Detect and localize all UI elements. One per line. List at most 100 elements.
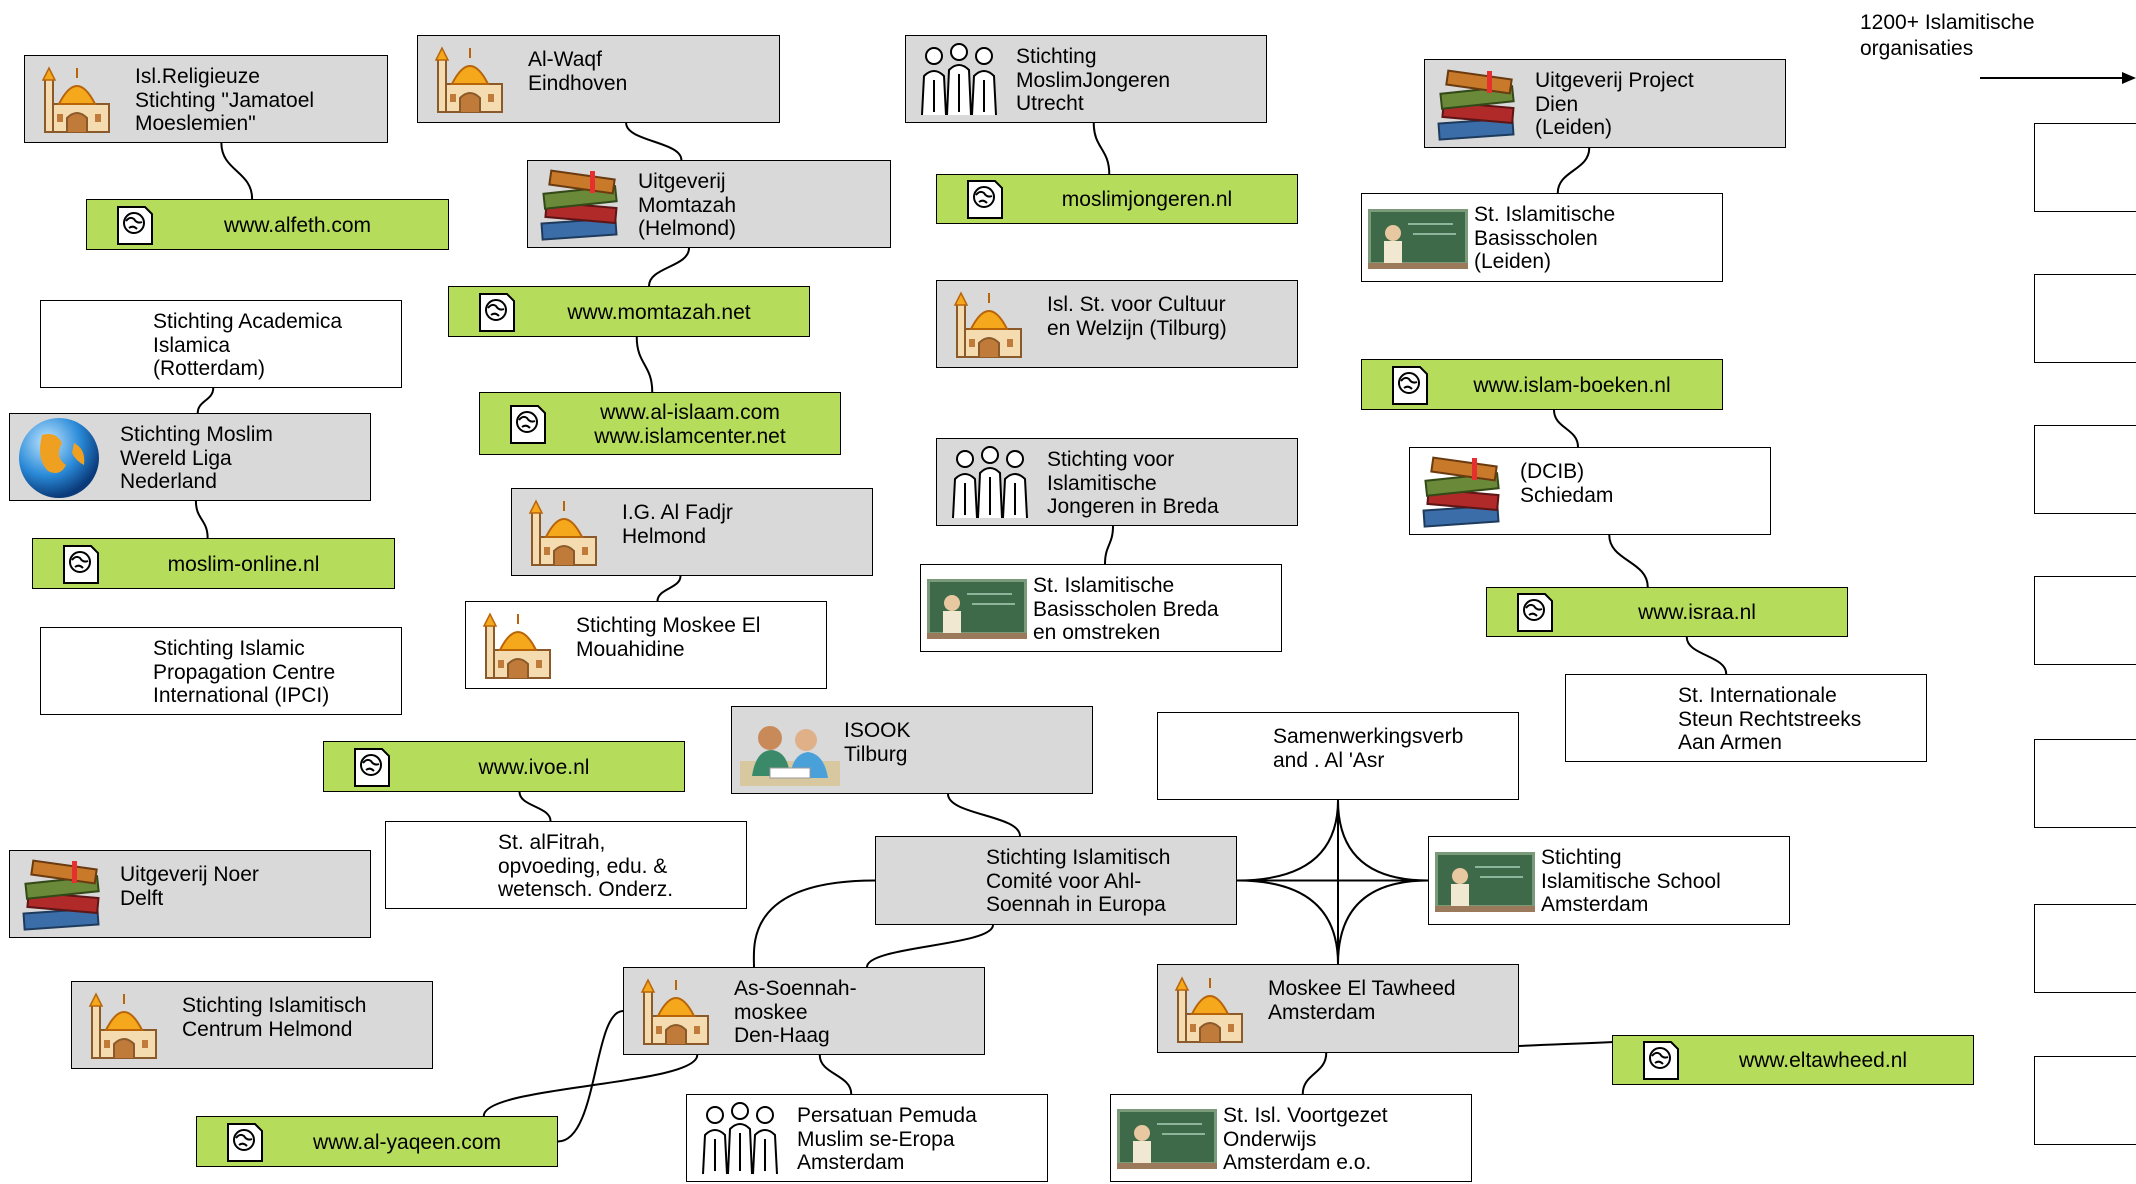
node-n30: As-Soennah- moskee Den-Haag [623,967,985,1055]
node-label: moslim-online.nl [167,553,320,576]
node-n4: Uitgeverij Momtazah (Helmond) [527,160,891,248]
mosque-icon [636,972,716,1052]
mosque-icon [37,60,117,140]
web-icon [225,1121,265,1165]
connector-line [1553,409,1579,448]
connector-line [818,1054,853,1095]
books-icon [536,165,626,245]
node-label: St. Islamitische Basisscholen Breda en o… [1033,574,1219,644]
node-label: Uitgeverij Project Dien (Leiden) [1535,69,1694,139]
connector-line [947,793,1021,837]
node-n26: Uitgeverij Noer Delft [9,850,371,938]
web-icon [61,543,101,587]
node-n8: Stichting Moslim Wereld Liga Nederland [9,413,371,501]
node-n22: www.israa.nl [1486,587,1848,637]
node-n35: Moskee El Tawheed Amsterdam [1157,964,1519,1053]
star-curve [1236,799,1339,882]
web-icon [352,746,392,790]
node-label: www.eltawheed.nl [1738,1049,1908,1072]
node-label: Stichting Islamic Propagation Centre Int… [153,637,336,707]
node-label: Stichting voor Islamitische Jongeren in … [1047,448,1219,518]
node-label: St. Isl. Voortgezet Onderwijs Amsterdam … [1223,1104,1388,1174]
mosque-icon [430,40,510,120]
node-n37: St. Isl. Voortgezet Onderwijs Amsterdam … [1110,1094,1472,1182]
connector-line [752,879,876,968]
study-icon [740,716,840,786]
node-n5: www.momtazah.net [448,286,810,337]
node-n34: Stichting Islamitische School Amsterdam [1428,836,1790,925]
web-icon [965,178,1005,222]
connector-line [518,791,552,822]
node-label: Stichting Islamitisch Centrum Helmond [182,994,367,1041]
node-label: www.israa.nl [1638,601,1756,624]
node-n24: www.ivoe.nl [323,741,685,792]
connector-line [635,336,654,393]
node-label: I.G. Al Fadjr Helmond [622,501,733,548]
teacher-icon [1117,1109,1217,1169]
connector-line [1301,1052,1328,1095]
node-label: www.alfeth.com [223,214,372,237]
node-label: Stichting Moslim Wereld Liga Nederland [120,423,273,493]
node-label: Uitgeverij Noer Delft [120,863,259,910]
node-label: Isl. St. voor Cultuur en Welzijn (Tilbur… [1047,293,1227,340]
node-n32: Persatuan Pemuda Muslim se-Eropa Amsterd… [686,1094,1048,1182]
globe-icon [14,413,104,503]
mosque-icon [1170,970,1250,1050]
node-label: Uitgeverij Momtazah (Helmond) [638,170,737,240]
connector-line [194,500,209,539]
connector-line [1104,525,1114,565]
side-box [2034,904,2136,993]
star-curve [1337,799,1429,882]
node-n28: ISOOK Tilburg [731,706,1093,794]
node-label: St. Internationale Steun Rechtstreeks Aa… [1678,684,1862,754]
side-box [2034,1056,2136,1145]
node-label: Stichting Islamitische School Amsterdam [1541,846,1721,916]
node-label: www.al-islaam.com www.islamcenter.net [594,401,786,448]
star-curve [1337,879,1429,965]
node-n19: St. Islamitische Basisscholen (Leiden) [1361,193,1723,282]
connector-line [220,142,254,200]
connector-line [1608,534,1649,588]
node-label: Persatuan Pemuda Muslim se-Eropa Amsterd… [797,1104,977,1174]
connector-line [1092,122,1111,175]
node-label: moslimjongeren.nl [1061,188,1233,211]
node-n20: www.islam-boeken.nl [1361,359,1723,410]
web-icon [508,403,548,447]
node-n10: Stichting Islamic Propagation Centre Int… [40,627,402,715]
node-label: www.al-yaqeen.com [313,1131,501,1154]
node-n23: St. Internationale Steun Rechtstreeks Aa… [1565,674,1927,762]
mosque-icon [84,986,164,1066]
node-n21: (DCIB) Schiedam [1409,447,1771,535]
side-box [2034,739,2136,828]
node-label: Moskee El Tawheed Amsterdam [1268,977,1456,1024]
node-n25: St. alFitrah, opvoeding, edu. & wetensch… [385,821,747,909]
node-label: Stichting Moskee El Mouahidine [576,614,761,661]
node-n33: Samenwerkingsverb and . Al 'Asr [1157,712,1519,800]
people-icon [945,443,1035,523]
connector-line [196,387,215,414]
node-n17: St. Islamitische Basisscholen Breda en o… [920,564,1282,652]
mosque-icon [949,285,1029,365]
node-label: Al-Waqf Eindhoven [528,48,628,95]
node-n7: Stichting Academica Islamica (Rotterdam) [40,300,402,388]
header-label: 1200+ Islamitische organisaties [1860,11,2035,60]
teacher-icon [927,579,1027,639]
node-n27: Stichting Islamitisch Centrum Helmond [71,981,433,1069]
side-box [2034,576,2136,665]
arrow-icon [1980,72,2136,84]
node-label: (DCIB) Schiedam [1520,460,1614,507]
mosque-icon [524,493,604,573]
books-icon [1433,65,1523,145]
node-label: Samenwerkingsverb and . Al 'Asr [1273,725,1464,772]
connector-line [1685,636,1728,675]
node-n11: I.G. Al Fadjr Helmond [511,488,873,576]
node-label: St. alFitrah, opvoeding, edu. & wetensch… [498,831,674,901]
web-icon [1515,591,1555,635]
node-label: www.momtazah.net [567,301,751,324]
node-label: www.islam-boeken.nl [1473,374,1671,397]
people-icon [914,40,1004,120]
node-n18: Uitgeverij Project Dien (Leiden) [1424,59,1786,148]
node-n2: www.alfeth.com [86,199,449,250]
node-n13: Stichting MoslimJongeren Utrecht [905,35,1267,123]
